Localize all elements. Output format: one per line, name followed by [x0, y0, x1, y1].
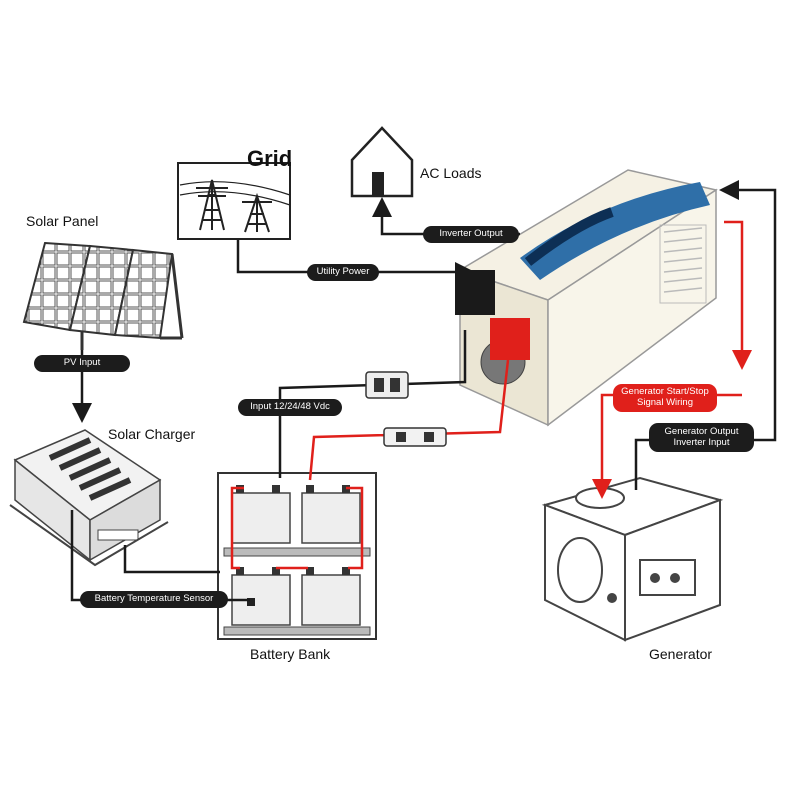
solar-charger-label: Solar Charger [108, 426, 196, 442]
pv-input-pill: PV Input [34, 355, 130, 372]
generator-start-stop-line1: Generator Start/Stop [621, 386, 709, 398]
fuse-holder-icon [365, 371, 409, 399]
battery-bank-icon [217, 472, 377, 640]
grid-icon [177, 162, 291, 240]
generator-label: Generator [649, 646, 713, 662]
black-wiring [70, 180, 777, 602]
house-icon [350, 126, 414, 198]
ac-loads-label: AC Loads [420, 165, 482, 181]
generator-output-line2: Inverter Input [673, 436, 730, 448]
solar-panel-icon [22, 241, 184, 350]
generator-output-line1: Generator Output [664, 425, 739, 437]
grid-label: Grid [247, 146, 293, 171]
inverter-icon [455, 169, 718, 427]
dc-input-pill: Input 12/24/48 Vdc [238, 399, 342, 416]
solar-panel-label: Solar Panel [26, 213, 99, 229]
generator-icon [541, 476, 724, 642]
solar-charger-icon [9, 429, 169, 567]
utility-power-pill: Utility Power [307, 264, 379, 281]
battery-temp-sensor-pill: Battery Temperature Sensor [80, 591, 228, 608]
generator-start-stop-line2: Signal Wiring [637, 397, 693, 408]
battery-bank-label: Battery Bank [250, 646, 331, 662]
generator-start-stop-pill: Generator Start/Stop Signal Wiring [613, 384, 717, 412]
generator-output-pill: Generator Output Inverter Input [649, 423, 754, 452]
inverter-output-pill: Inverter Output [423, 226, 519, 243]
red-fuse-icon [383, 427, 447, 447]
